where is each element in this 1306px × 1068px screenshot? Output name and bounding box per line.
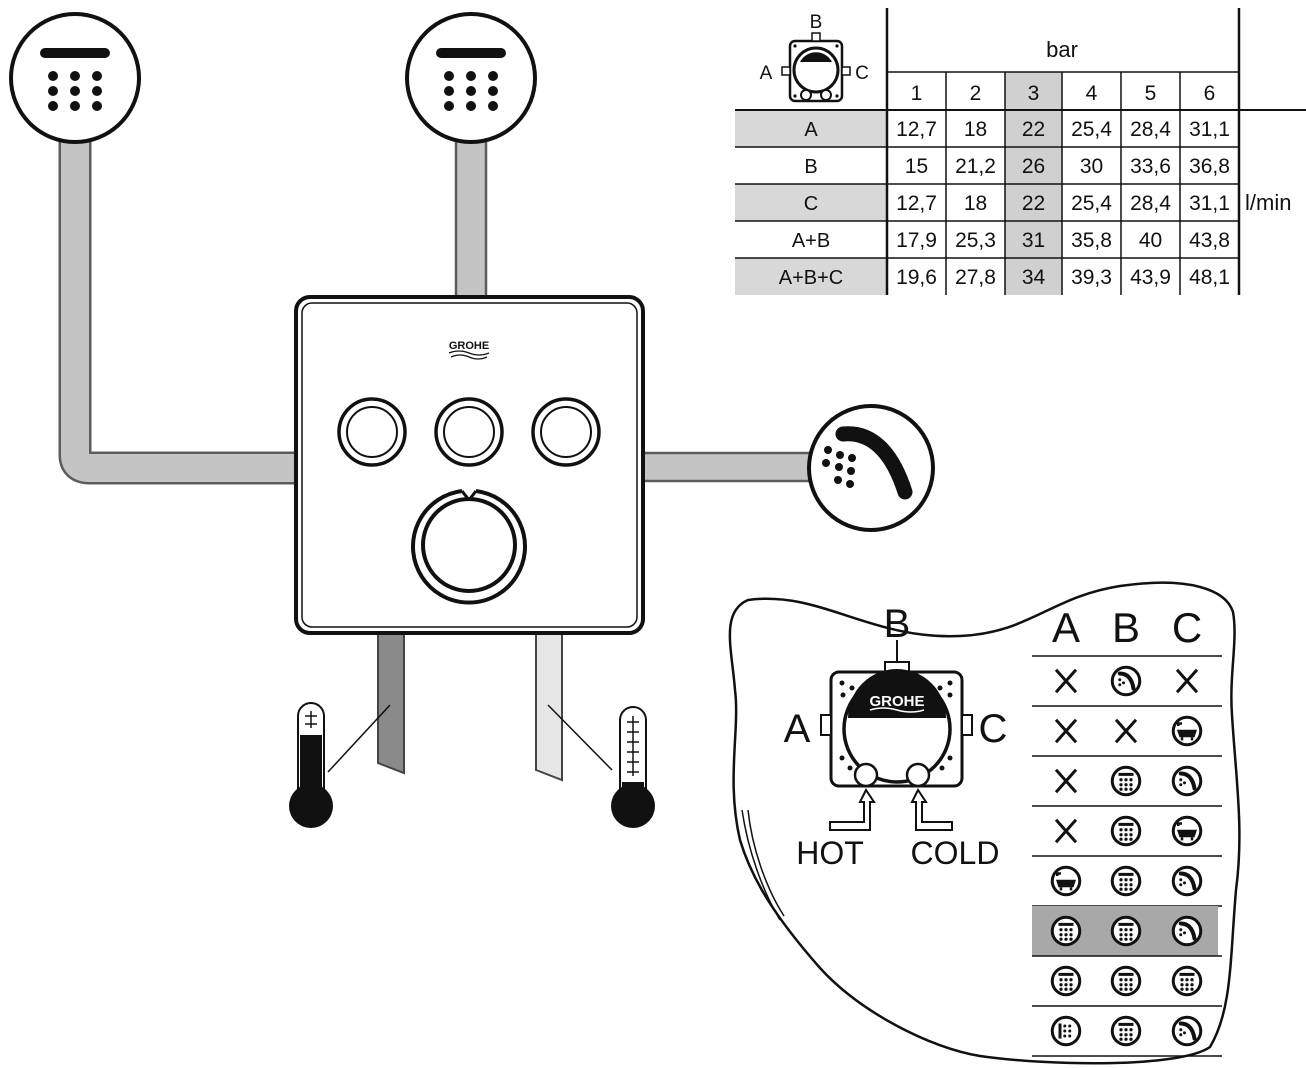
pressure-header-1: 1 [911,82,923,105]
flow-cell: 35,8 [1071,229,1112,252]
grohe-logo: GROHE [448,340,490,360]
flow-cell: 18 [964,118,987,141]
flow-row-label: A+B [792,230,830,252]
configuration-panel [728,581,1241,1065]
flow-cell: 17,9 [896,229,937,252]
hand-icon [1171,765,1203,797]
cold-label: COLD [911,835,1000,871]
head-icon [1171,965,1203,997]
flow-cell: 28,4 [1130,118,1171,141]
pressure-header-5: 5 [1145,82,1157,105]
flow-cell: 40 [1139,229,1162,252]
head-icon [1110,915,1142,947]
flow-cell: 22 [1022,118,1045,141]
temperature-knob[interactable] [411,489,527,605]
pipe-right [638,451,820,483]
cold-thermometer-icon [547,704,655,828]
overhead-shower-right-icon [405,12,537,144]
flow-row-label: C [804,193,818,215]
head-icon [1110,865,1142,897]
overhead-shower-left-icon [9,12,141,144]
head-icon [1110,815,1142,847]
flow-row-label: B [804,156,817,178]
flow-cell: 31 [1022,229,1045,252]
config-header-A: A [1052,604,1080,651]
pressure-header-3: 3 [1028,82,1040,105]
config-label-a: A [784,707,811,751]
flow-cell: 15 [905,155,928,178]
config-header-B: B [1112,604,1140,651]
flow-cell: 25,3 [955,229,996,252]
flow-cell: 12,7 [896,118,937,141]
flow-cell: 31,1 [1189,118,1230,141]
pressure-header-6: 6 [1204,82,1216,105]
head-icon [1050,915,1082,947]
outlet-button-c[interactable] [531,397,601,467]
flow-table-label-c: C [855,63,869,84]
flow-cell: 33,6 [1130,155,1171,178]
head-icon [1110,1015,1142,1047]
pressure-header-2: 2 [970,82,982,105]
flow-cell: 26 [1022,155,1045,178]
flow-row-label: A [804,119,818,141]
svg-text:GROHE: GROHE [449,340,489,352]
pressure-unit-label: bar [1046,37,1078,62]
hand-shower-icon [807,404,935,532]
flow-cell: 39,3 [1071,266,1112,289]
config-label-b: B [884,602,911,646]
flow-cell: 19,6 [896,266,937,289]
head-icon [1110,765,1142,797]
pipe-left [58,135,300,485]
flow-cell: 21,2 [955,155,996,178]
body-icon [1050,1015,1082,1047]
flow-cell: 43,9 [1130,266,1171,289]
hot-thermometer-icon [289,702,391,828]
flow-cell: 43,8 [1189,229,1230,252]
valve-body-icon: GROHE [820,640,973,831]
hot-label: HOT [796,835,864,871]
flow-cell: 30 [1080,155,1103,178]
hand-icon [1171,1015,1203,1047]
outlet-button-b[interactable] [434,397,504,467]
bath-icon [1171,715,1203,747]
bath-icon [1171,815,1203,847]
flow-table-label-a: A [760,63,773,84]
flow-cell: 25,4 [1071,192,1112,215]
hand-icon [1171,915,1203,947]
outlet-button-a[interactable] [337,397,407,467]
bath-icon [1050,865,1082,897]
pipe-top [454,133,488,302]
flow-cell: 27,8 [955,266,996,289]
valve-mini-icon [781,32,851,103]
flow-cell: 31,1 [1189,192,1230,215]
config-header-C: C [1172,604,1202,651]
flow-cell: 18 [964,192,987,215]
flow-table-label-b: B [810,12,823,33]
svg-text:GROHE: GROHE [869,693,924,710]
head-icon [1110,965,1142,997]
pressure-header-4: 4 [1086,82,1098,105]
flow-unit-label: l/min [1245,190,1291,215]
hand-icon [1171,865,1203,897]
flow-row-label: A+B+C [779,267,843,289]
hand-icon [1110,665,1142,697]
flow-cell: 22 [1022,192,1045,215]
flow-cell: 34 [1022,266,1046,289]
flow-cell: 12,7 [896,192,937,215]
flow-cell: 48,1 [1189,266,1230,289]
flow-cell: 28,4 [1130,192,1171,215]
config-label-c: C [979,707,1008,751]
flow-cell: 25,4 [1071,118,1112,141]
flow-cell: 36,8 [1189,155,1230,178]
hot-supply-pipe [377,629,405,775]
head-icon [1050,965,1082,997]
